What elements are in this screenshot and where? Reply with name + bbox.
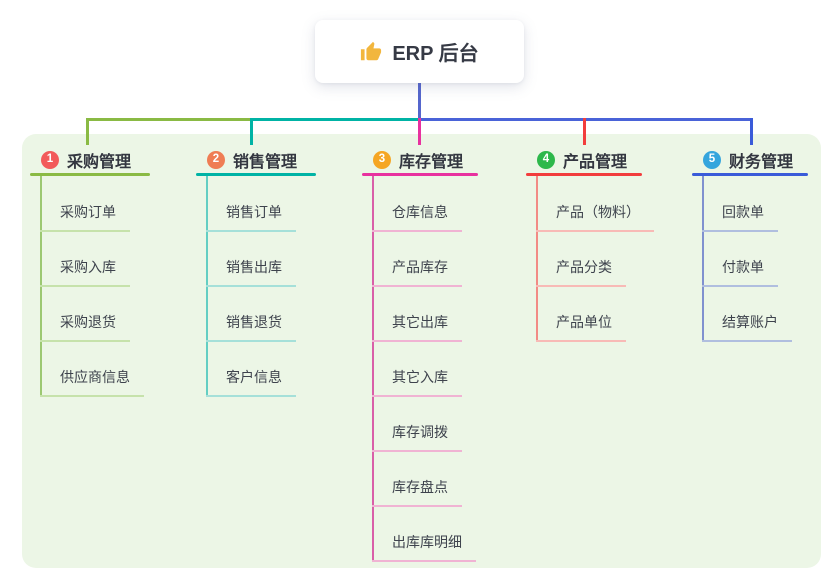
branch-label: 产品管理 (563, 154, 628, 171)
branch-underline (362, 173, 478, 176)
child-node[interactable]: 采购退货 (40, 312, 130, 342)
branch-children: 产品（物料） 产品分类产品单位 (536, 176, 654, 342)
branch-children: 回款单付款单结算账户 (702, 176, 792, 342)
branch-underline (692, 173, 808, 176)
branch-number-badge: 4 (537, 151, 555, 169)
child-node[interactable]: 结算账户 (702, 312, 792, 342)
branch-trunk-line (536, 176, 538, 342)
child-node[interactable]: 采购入库 (40, 257, 130, 287)
connector-root-drop (418, 83, 421, 119)
thumbs-up-icon (360, 41, 382, 63)
child-node[interactable]: 客户信息 (206, 367, 296, 397)
child-node[interactable]: 供应商信息 (40, 367, 144, 397)
child-node[interactable]: 产品单位 (536, 312, 626, 342)
child-node[interactable]: 产品库存 (372, 257, 462, 287)
branch-connector-drop (418, 118, 421, 145)
branch-node-4[interactable]: 4 产品管理 (526, 147, 642, 173)
branch-trunk-line (702, 176, 704, 342)
child-node[interactable]: 出库库明细 (372, 532, 476, 562)
branch-children: 采购订单采购入库采购退货供应商信息 (40, 176, 144, 397)
branch-number-badge: 1 (41, 151, 59, 169)
branch-number-badge: 2 (207, 151, 225, 169)
branch-connector-drop (86, 118, 89, 145)
branch-node-2[interactable]: 2 销售管理 (196, 147, 316, 173)
branch-trunk-line (372, 176, 374, 562)
branch-connector-drop (583, 118, 586, 145)
root-title: ERP 后台 (392, 43, 479, 65)
child-node[interactable]: 其它入库 (372, 367, 462, 397)
branch-children: 仓库信息产品库存其它出库其它入库库存调拨库存盘点出库库明细 (372, 176, 476, 562)
branch-underline (30, 173, 150, 176)
branch-underline (526, 173, 642, 176)
child-node[interactable]: 产品分类 (536, 257, 626, 287)
branch-label: 财务管理 (729, 154, 794, 171)
branch-label: 采购管理 (67, 154, 132, 171)
child-node[interactable]: 产品（物料） (536, 202, 654, 232)
child-node[interactable]: 库存调拨 (372, 422, 462, 452)
branch-connector-drop (750, 118, 753, 145)
branch-node-1[interactable]: 1 采购管理 (30, 147, 150, 173)
child-node[interactable]: 回款单 (702, 202, 778, 232)
child-node[interactable]: 仓库信息 (372, 202, 462, 232)
branch-number-badge: 5 (703, 151, 721, 169)
root-node[interactable]: ERP 后台 (315, 20, 524, 83)
branch-number-badge: 3 (373, 151, 391, 169)
child-node[interactable]: 其它出库 (372, 312, 462, 342)
child-node[interactable]: 销售退货 (206, 312, 296, 342)
child-node[interactable]: 销售出库 (206, 257, 296, 287)
connector-bus-middle (251, 118, 420, 121)
branch-label: 库存管理 (399, 154, 464, 171)
branch-connector-drop (250, 118, 253, 145)
child-node[interactable]: 销售订单 (206, 202, 296, 232)
child-node[interactable]: 采购订单 (40, 202, 130, 232)
branch-underline (196, 173, 316, 176)
connector-bus-left (86, 118, 253, 121)
branch-node-5[interactable]: 5 财务管理 (692, 147, 808, 173)
branch-node-3[interactable]: 3 库存管理 (362, 147, 478, 173)
child-node[interactable]: 付款单 (702, 257, 778, 287)
branch-label: 销售管理 (233, 154, 298, 171)
background-panel (22, 134, 821, 568)
branch-children: 销售订单销售出库销售退货客户信息 (206, 176, 296, 397)
child-node[interactable]: 库存盘点 (372, 477, 462, 507)
